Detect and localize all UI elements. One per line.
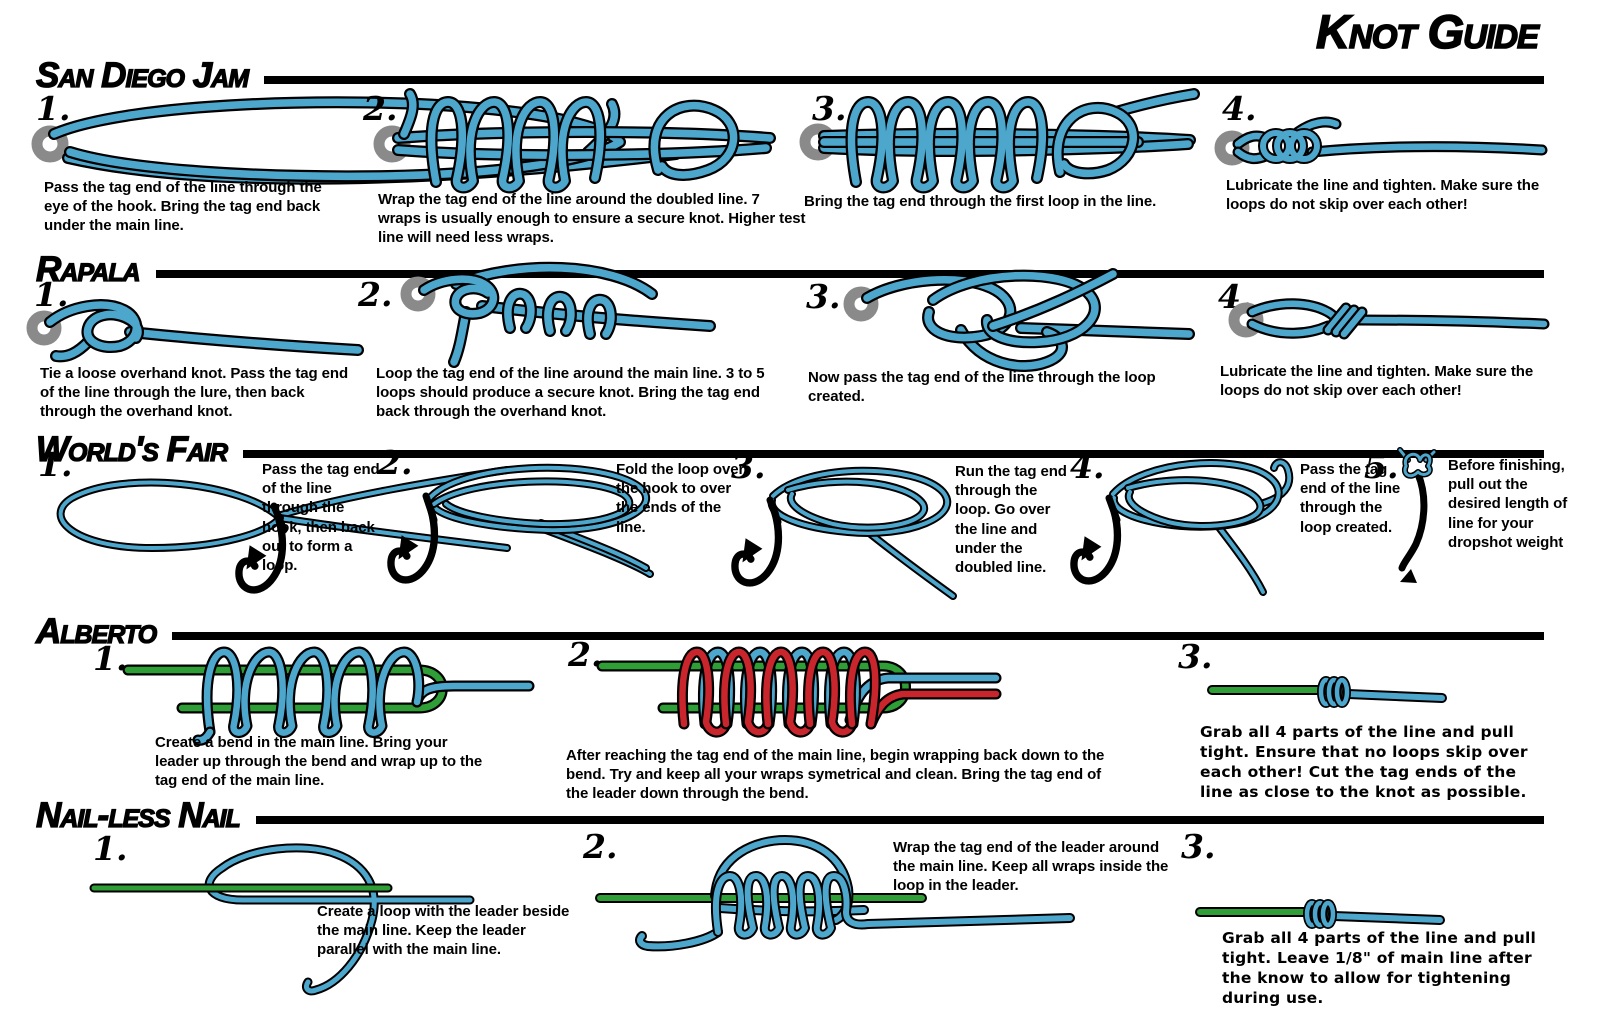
step-caption: Pass the tag end of the line through the… — [44, 179, 322, 235]
step-caption: Create a loop with the leader beside the… — [317, 903, 570, 959]
section-header-worlds-fair: World's Fair — [35, 429, 1544, 470]
step-caption: Lubricate the line and tighten. Make sur… — [1220, 363, 1534, 400]
coil-knot — [1317, 676, 1351, 708]
knot-illustration-wf-5 — [1397, 447, 1437, 583]
section-title: World's Fair — [35, 429, 228, 469]
step-caption: Create a bend in the main line. Bring yo… — [155, 734, 483, 790]
step-caption: Wrap the tag end of the line around the … — [378, 191, 806, 247]
hook-eye-icon — [26, 310, 62, 346]
step-caption: After reaching the tag end of the main l… — [566, 747, 1105, 803]
knot-illustration-nln-2 — [595, 835, 1075, 952]
step-caption: Lubricate the line and tighten. Make sur… — [1226, 177, 1540, 214]
knot-illustration-alb-2 — [596, 646, 1002, 738]
step-caption: Tie a loose overhand knot. Pass the tag … — [40, 365, 349, 421]
section-header-rapala: Rapala — [35, 249, 1544, 290]
section-rule — [172, 632, 1544, 640]
step-caption: Grab all 4 parts of the line and pull ti… — [1222, 929, 1537, 1008]
step-number: 3. — [1178, 637, 1213, 676]
step-number: 3. — [806, 277, 841, 316]
knot-illustration-nln-3 — [1195, 899, 1445, 929]
step-number: 2. — [583, 827, 618, 866]
section-header-nail-less-nail: Nail-less Nail — [35, 795, 1544, 836]
knot-illustration-wf-3 — [748, 466, 957, 600]
knot-illustration-rap-3 — [843, 268, 1195, 372]
step-number: 4. — [1222, 89, 1257, 128]
step-caption: Loop the tag end of the line around the … — [376, 365, 765, 421]
section-rule — [155, 270, 1544, 278]
knot-illustration-wf-4 — [1088, 458, 1294, 596]
section-title: Alberto — [35, 611, 157, 651]
step-number: 3. — [812, 89, 847, 128]
hook-eye-icon — [1214, 130, 1250, 166]
section-rule — [264, 76, 1544, 84]
step-caption: Fold the loop over the hook to over the … — [616, 461, 745, 536]
hook-eye-icon — [400, 276, 436, 312]
section-rule — [243, 450, 1544, 458]
hook-eye-icon — [1228, 302, 1264, 338]
step-caption: Bring the tag end through the first loop… — [804, 193, 1157, 210]
fish-hook-icon — [1398, 470, 1428, 572]
step-number: 1. — [93, 639, 128, 678]
step-number: 3. — [1181, 827, 1216, 866]
knot-illustration-rap-4 — [1228, 298, 1550, 340]
step-number: 1. — [34, 275, 69, 314]
section-header-alberto: Alberto — [35, 611, 1544, 652]
knot-illustration-sdj-2 — [373, 88, 776, 194]
hook-eye-icon — [373, 125, 411, 163]
step-number: 1. — [38, 445, 73, 484]
section-rule — [255, 816, 1544, 824]
step-caption: Pass the tag end of the line through the… — [1300, 461, 1401, 536]
step-caption: Wrap the tag end of the leader around th… — [893, 839, 1169, 895]
section-header-san-diego-jam: San Diego Jam — [35, 55, 1544, 96]
step-number: 3. — [731, 447, 766, 486]
step-caption: Before finishing, pull out the desired l… — [1448, 457, 1568, 551]
knot-illustration-wf-2 — [398, 463, 654, 600]
step-caption: Pass the tag end of the line through the… — [262, 461, 380, 574]
knot-illustration-alb-1 — [122, 646, 535, 746]
knot-illustration-rap-1 — [26, 299, 364, 363]
step-number: 2. — [378, 443, 413, 482]
step-caption: Run the tag end through the loop. Go ove… — [955, 463, 1067, 576]
section-title: San Diego Jam — [35, 55, 249, 95]
section-title: Rapala — [35, 249, 141, 289]
knot-illustration-alb-3 — [1207, 676, 1447, 708]
coil-knot — [1303, 899, 1337, 929]
knot-illustration-rap-2 — [400, 261, 716, 368]
step-number: 1. — [36, 89, 71, 128]
step-number: 1. — [93, 829, 128, 868]
step-number: 2. — [358, 275, 393, 314]
knot-guide-title: Knot Guide — [1315, 4, 1540, 59]
step-number: 4. — [1070, 447, 1105, 486]
knot-illustration-sdj-3 — [799, 88, 1200, 194]
hook-eye-icon — [843, 286, 879, 322]
section-title: Nail-less Nail — [35, 795, 241, 835]
step-number: 5. — [1364, 447, 1399, 486]
step-caption: Now pass the tag end of the line through… — [808, 369, 1156, 406]
knot-illustration-sdj-4 — [1214, 116, 1548, 166]
knot-illustration-nln-1 — [89, 843, 475, 996]
step-number: 2. — [363, 89, 398, 128]
step-caption: Grab all 4 parts of the line and pull ti… — [1200, 723, 1528, 802]
